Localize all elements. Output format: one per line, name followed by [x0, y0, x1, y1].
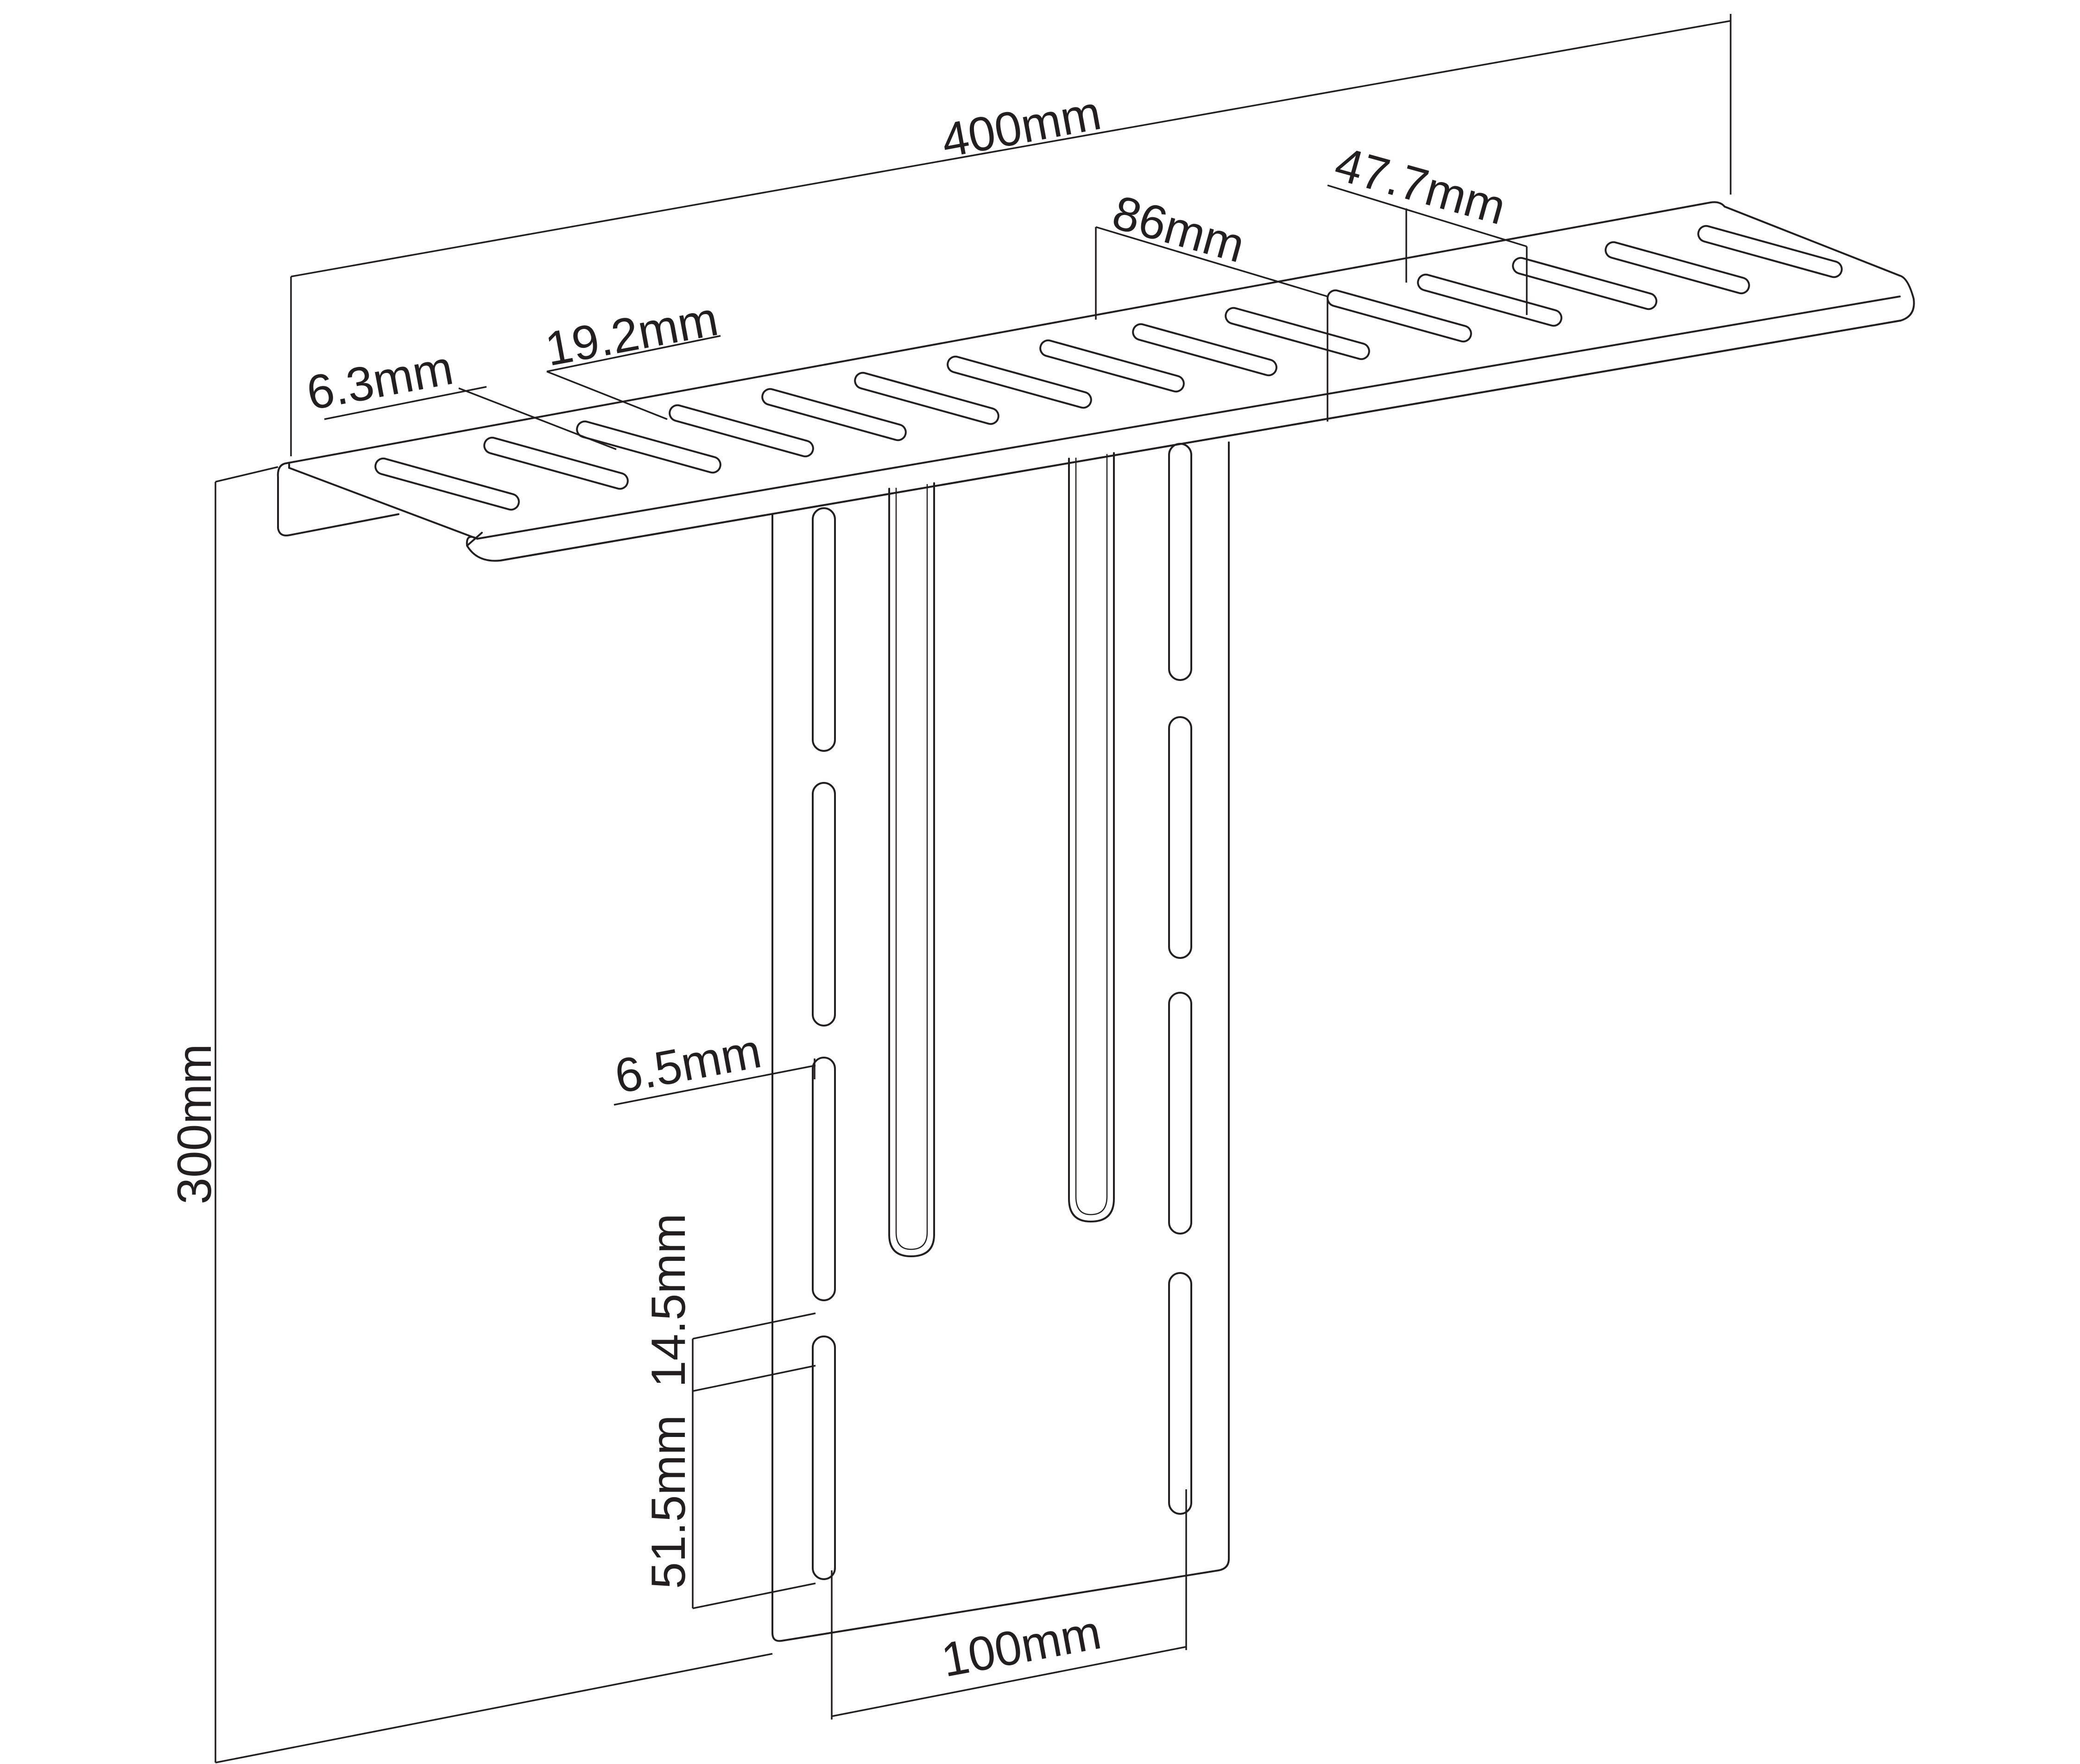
dim-label-vertical-slot-gap: 14.5mm	[642, 1213, 695, 1387]
shelf-slots	[374, 225, 1843, 511]
dimension-lines	[215, 14, 1732, 1764]
top-shelf	[277, 201, 1915, 562]
dim-label-vertical-slot-length: 51.5mm	[642, 1415, 695, 1589]
dim-label-overall-width: 400mm	[937, 86, 1105, 168]
vertical-slots-right	[1168, 443, 1192, 1515]
channel-slots	[888, 452, 1115, 1257]
dim-label-vertical-slot-width: 6.5mm	[611, 1024, 765, 1104]
vertical-plate	[771, 441, 1230, 1642]
dim-label-slot-pitch: 86mm	[1107, 185, 1250, 273]
dim-label-overall-height: 300mm	[168, 1044, 221, 1204]
dim-label-plate-slot-spacing: 100mm	[937, 1605, 1105, 1687]
vertical-slots-left	[812, 507, 836, 1580]
dim-label-slot-length: 47.7mm	[1329, 137, 1511, 235]
dim-label-slot-spacing: 19.2mm	[541, 292, 722, 377]
